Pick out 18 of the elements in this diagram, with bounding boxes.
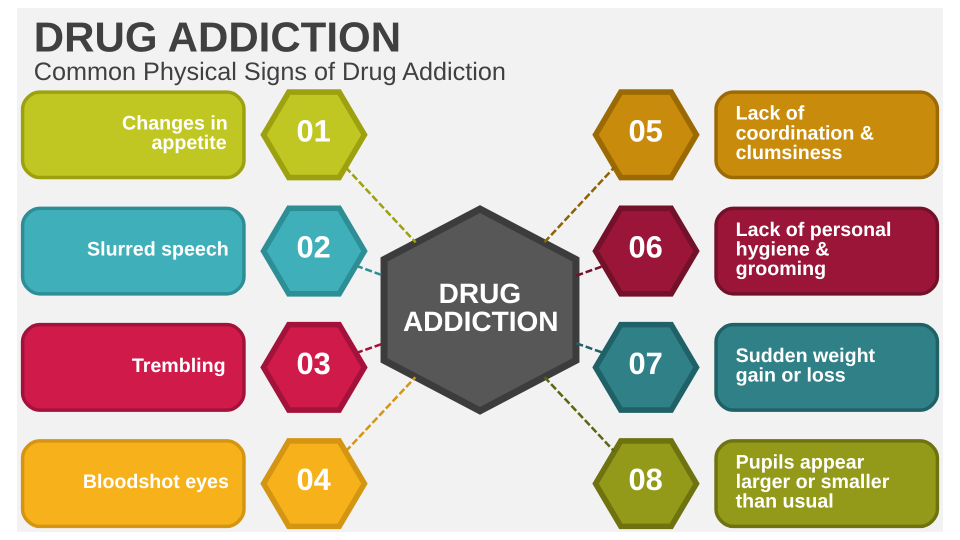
connector: [356, 342, 384, 354]
connector: [576, 264, 604, 277]
connector: [544, 376, 616, 452]
node-box: Changes in appetite: [20, 90, 246, 180]
node-box: Slurred speech: [20, 206, 246, 296]
connector: [576, 342, 604, 354]
connector: [356, 264, 384, 277]
caption: Common Physical Signs of Drug Addiction: [34, 58, 506, 86]
connector: [344, 376, 416, 452]
node-box: Lack of coordination & clumsiness: [714, 90, 940, 180]
node-box: Bloodshot eyes: [20, 439, 246, 528]
node-box: Trembling: [20, 322, 246, 412]
node-box: Lack of personal hygiene & grooming: [714, 206, 940, 296]
node-box: Sudden weight gain or loss: [714, 322, 940, 412]
connector: [344, 166, 417, 244]
diagram-title: DRUG ADDICTION: [34, 13, 402, 60]
connector: [544, 166, 616, 244]
node-box: Pupils appear larger or smaller than usual: [714, 439, 940, 528]
